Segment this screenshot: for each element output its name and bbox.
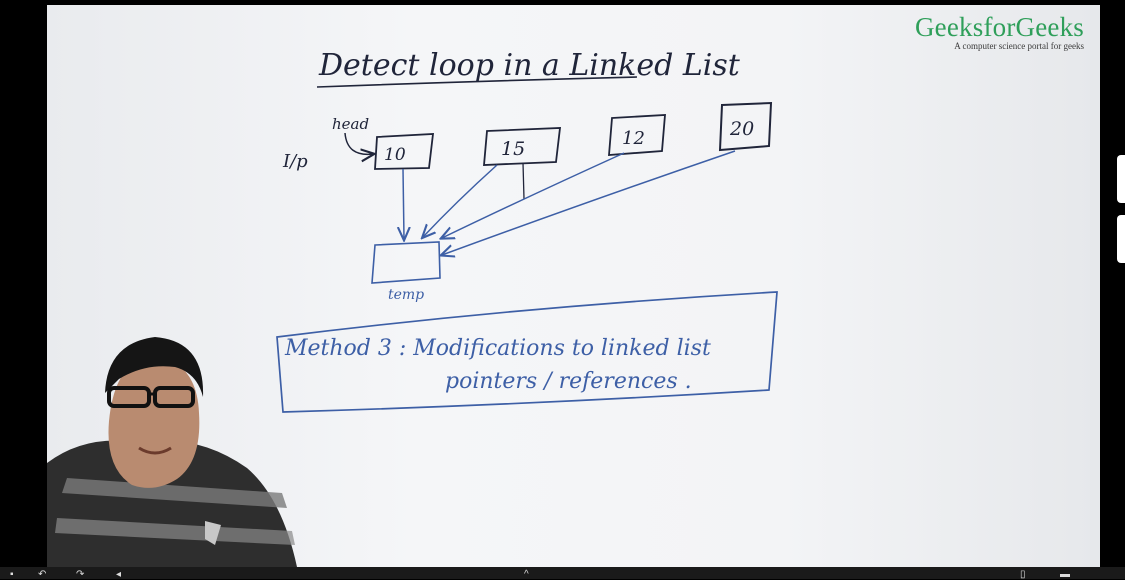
volume-icon[interactable]: ◂ [116, 569, 122, 580]
whiteboard-drawing: Detect loop in a Linked List I/p head 10… [276, 48, 778, 413]
logo-name: GeeksforGeeks [914, 12, 1084, 42]
node-box-12 [608, 114, 666, 156]
temp-box [371, 241, 441, 284]
input-label: I/p [282, 151, 308, 172]
geeksforgeeks-logo: GeeksforGeeks A computer science portal … [915, 13, 1084, 51]
node-12-value: 12 [622, 128, 645, 149]
logo-tagline: A computer science portal for geeks [954, 41, 1084, 51]
rewind-icon[interactable]: ↶ [38, 569, 47, 580]
method-box [276, 291, 778, 413]
play-marker-icon[interactable]: ▪ [10, 569, 14, 580]
arrow-15-to-temp [423, 164, 498, 237]
side-panel-tab-2[interactable] [1117, 215, 1125, 263]
node-box-20 [718, 101, 773, 152]
glasses-right [153, 386, 195, 408]
method-line-1: Method 3 : Modifications to linked list [284, 336, 711, 361]
glasses-left [107, 386, 151, 408]
forward-icon[interactable]: ↷ [76, 569, 85, 580]
node-20-value: 20 [729, 118, 754, 140]
node-box-10 [374, 133, 435, 170]
presenter-hair [105, 337, 204, 397]
node-15-tick [522, 162, 525, 200]
head-label: head [332, 115, 369, 133]
arrow-10-to-temp [403, 168, 404, 239]
node-15-value: 15 [501, 138, 525, 160]
method-line-2: pointers / references . [445, 369, 692, 394]
arrow-20-to-temp [442, 150, 736, 255]
board-title: Detect loop in a Linked List [318, 48, 741, 83]
node-10-value: 10 [384, 145, 406, 165]
temp-label: temp [388, 287, 424, 303]
side-panel-tab-1[interactable] [1117, 155, 1125, 203]
notes-icon[interactable]: ▯ [1020, 569, 1026, 580]
title-underline [316, 76, 638, 88]
arrow-12-to-temp [442, 152, 625, 238]
player-controls-bar: ▪ ↶ ↷ ◂ ^ ▯ ▬ [0, 567, 1125, 580]
whiteboard-video-frame: GeeksforGeeks A computer science portal … [47, 5, 1100, 567]
progress-marker-icon[interactable]: ^ [524, 569, 529, 580]
head-arrow [344, 132, 373, 154]
fullscreen-icon[interactable]: ▬ [1060, 569, 1070, 580]
shirt-logo [205, 521, 221, 545]
presenter-figure [47, 337, 297, 567]
node-box-15 [483, 127, 562, 166]
